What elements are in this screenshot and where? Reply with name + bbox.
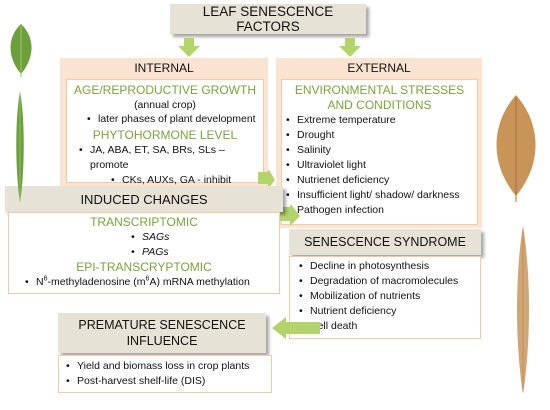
epi-title: EPI-TRANSCRYPTOMIC [76, 260, 212, 274]
list-item: SAGs [131, 230, 279, 245]
epi-text-pre: N [36, 276, 44, 288]
list-item: PAGs [131, 245, 279, 260]
premature-list: Yield and biomass loss in crop plants Po… [66, 359, 271, 389]
arrow-internal-induced [258, 170, 275, 189]
external-card: ENVIRONMENTAL STRESSES AND CONDITIONS Ex… [281, 79, 478, 225]
external-header-label: EXTERNAL [347, 61, 411, 75]
age-title: AGE/REPRODUCTIVE GROWTH [73, 83, 256, 97]
list-item: Mobilization of nutrients [299, 289, 480, 304]
list-item: Salinity [286, 143, 477, 158]
list-item: later phases of plant development [87, 112, 263, 127]
internal-header-label: INTERNAL [134, 61, 194, 75]
list-item: Yield and biomass loss in crop plants [66, 359, 271, 374]
title-box: LEAF SENESCENCE FACTORS [170, 4, 366, 34]
syndrome-list: Decline in photosynthesis Degradation of… [299, 259, 480, 334]
green-narrow-leaf-icon [16, 91, 24, 203]
epi-text-post: A) mRNA methylation [149, 276, 250, 288]
arrow-syndrome-premature [272, 317, 320, 339]
internal-header: INTERNAL [60, 58, 268, 78]
external-list: Extreme temperature Drought Salinity Ult… [286, 113, 477, 218]
syndrome-header-label: SENESCENCE SYNDROME [304, 235, 466, 249]
internal-card: AGE/REPRODUCTIVE GROWTH (annual crop) la… [66, 79, 264, 188]
induced-card: TRANSCRIPTOMIC SAGs PAGs EPI-TRANSCRYPTO… [8, 212, 280, 294]
list-item: Post-harvest shelf-life (DIS) [66, 374, 271, 389]
brown-narrow-leaf-icon [517, 226, 529, 394]
transcriptomic-title: TRANSCRIPTOMIC [90, 215, 198, 229]
arrow-title-internal [178, 38, 200, 57]
epi-text-mid: -methyladenosine (m [47, 276, 146, 288]
list-item: Decline in photosynthesis [299, 259, 480, 274]
premature-header-line1: PREMATURE SENESCENCE [78, 318, 246, 332]
list-item: Insufficient light/ shadow/ darkness [286, 188, 477, 203]
list-item: JA, ABA, ET, SA, BRs, SLs – promote [79, 143, 263, 173]
induced-header-label: INDUCED CHANGES [80, 191, 208, 207]
syndrome-header: SENESCENCE SYNDROME [289, 229, 481, 255]
list-item: Degradation of macromolecules [299, 274, 480, 289]
age-list: later phases of plant development [87, 112, 263, 127]
induced-header: INDUCED CHANGES [5, 186, 283, 212]
arrow-external-syndrome [280, 205, 300, 226]
premature-header-line2: INFLUENCE [126, 334, 198, 348]
transcriptomic-list: SAGs PAGs [131, 230, 279, 260]
external-header: EXTERNAL [276, 58, 482, 78]
list-item: Ultraviolet light [286, 158, 477, 173]
list-item: Nutrient deficiency [299, 304, 480, 319]
list-item: Pathogen infection [286, 203, 477, 218]
phytohormone-title: PHYTOHORMONE LEVEL [92, 128, 238, 142]
epi-sup: 6 [43, 275, 48, 283]
premature-header: PREMATURE SENESCENCE INFLUENCE [58, 313, 266, 353]
list-item: Drought [286, 128, 477, 143]
list-item: N6-methyladenosine (m6A) mRNA methylatio… [25, 275, 279, 290]
brown-leaf-icon [496, 95, 536, 202]
arrow-title-external [339, 38, 361, 57]
diagram-title: LEAF SENESCENCE FACTORS [202, 4, 334, 34]
epi-list: N6-methyladenosine (m6A) mRNA methylatio… [25, 275, 279, 290]
syndrome-card: Decline in photosynthesis Degradation of… [289, 256, 481, 339]
list-item: Nutrienet deficiency [286, 173, 477, 188]
list-item: CKs, AUXs, GA - inhibit [111, 173, 263, 188]
epi-sup2: 6 [145, 275, 150, 283]
phytohormone-list: JA, ABA, ET, SA, BRs, SLs – promote CKs,… [79, 143, 263, 188]
premature-card: Yield and biomass loss in crop plants Po… [58, 355, 272, 393]
environmental-title-line2: AND CONDITIONS [327, 98, 432, 112]
list-item: Extreme temperature [286, 113, 477, 128]
green-leaf-icon [10, 24, 32, 77]
environmental-title-line1: ENVIRONMENTAL STRESSES [294, 83, 465, 97]
list-item: Cell death [299, 319, 480, 334]
age-subtitle: (annual crop) [134, 99, 196, 111]
